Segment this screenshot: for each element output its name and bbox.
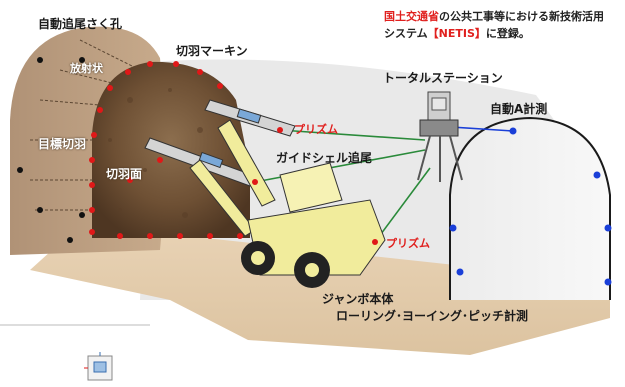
measurement-ring [449,116,611,300]
label-guide-shell: ガイドシェル追尾 [276,151,373,165]
label-total-station: トータルステーション [383,71,503,85]
thumbnail-icon [84,352,113,381]
label-radial: 放射状 [70,62,103,75]
label-target-face: 目標切羽 [38,137,87,151]
prism-points [252,127,378,245]
label-jumbo-body: ジャンボ本体 [322,292,394,306]
note-text-3: に登録。 [485,27,530,40]
label-face-surface: 切羽面 [106,167,143,181]
tunnel-floor [30,232,610,355]
label-auto-hole: 自動追尾さく孔 [38,17,123,31]
label-prism-upper: プリズム [294,123,338,136]
face-marking-points [89,61,243,239]
label-rolling: ローリング･ヨーイング･ピッチ計測 [336,309,529,323]
note-text-2: システム [384,27,428,40]
ring-measure-points [449,127,612,286]
radial-lines [30,39,141,211]
label-face-marking: 切羽マーキン [176,44,248,58]
note-netis: 【NETIS】 [427,27,486,40]
total-station-icon [417,91,463,182]
label-auto-measure: 自動A計測 [490,102,548,116]
outer-arch-points [17,57,85,243]
label-prism-lower: プリズム [386,237,430,250]
netis-note: 国土交通省の公共工事等における新技術活用 システム【NETIS】に登録。 [384,8,604,42]
drill-jumbo-icon [144,99,386,288]
note-text: の公共工事等における新技術活用 [439,10,604,23]
note-highlight: 国土交通省 [384,10,439,23]
